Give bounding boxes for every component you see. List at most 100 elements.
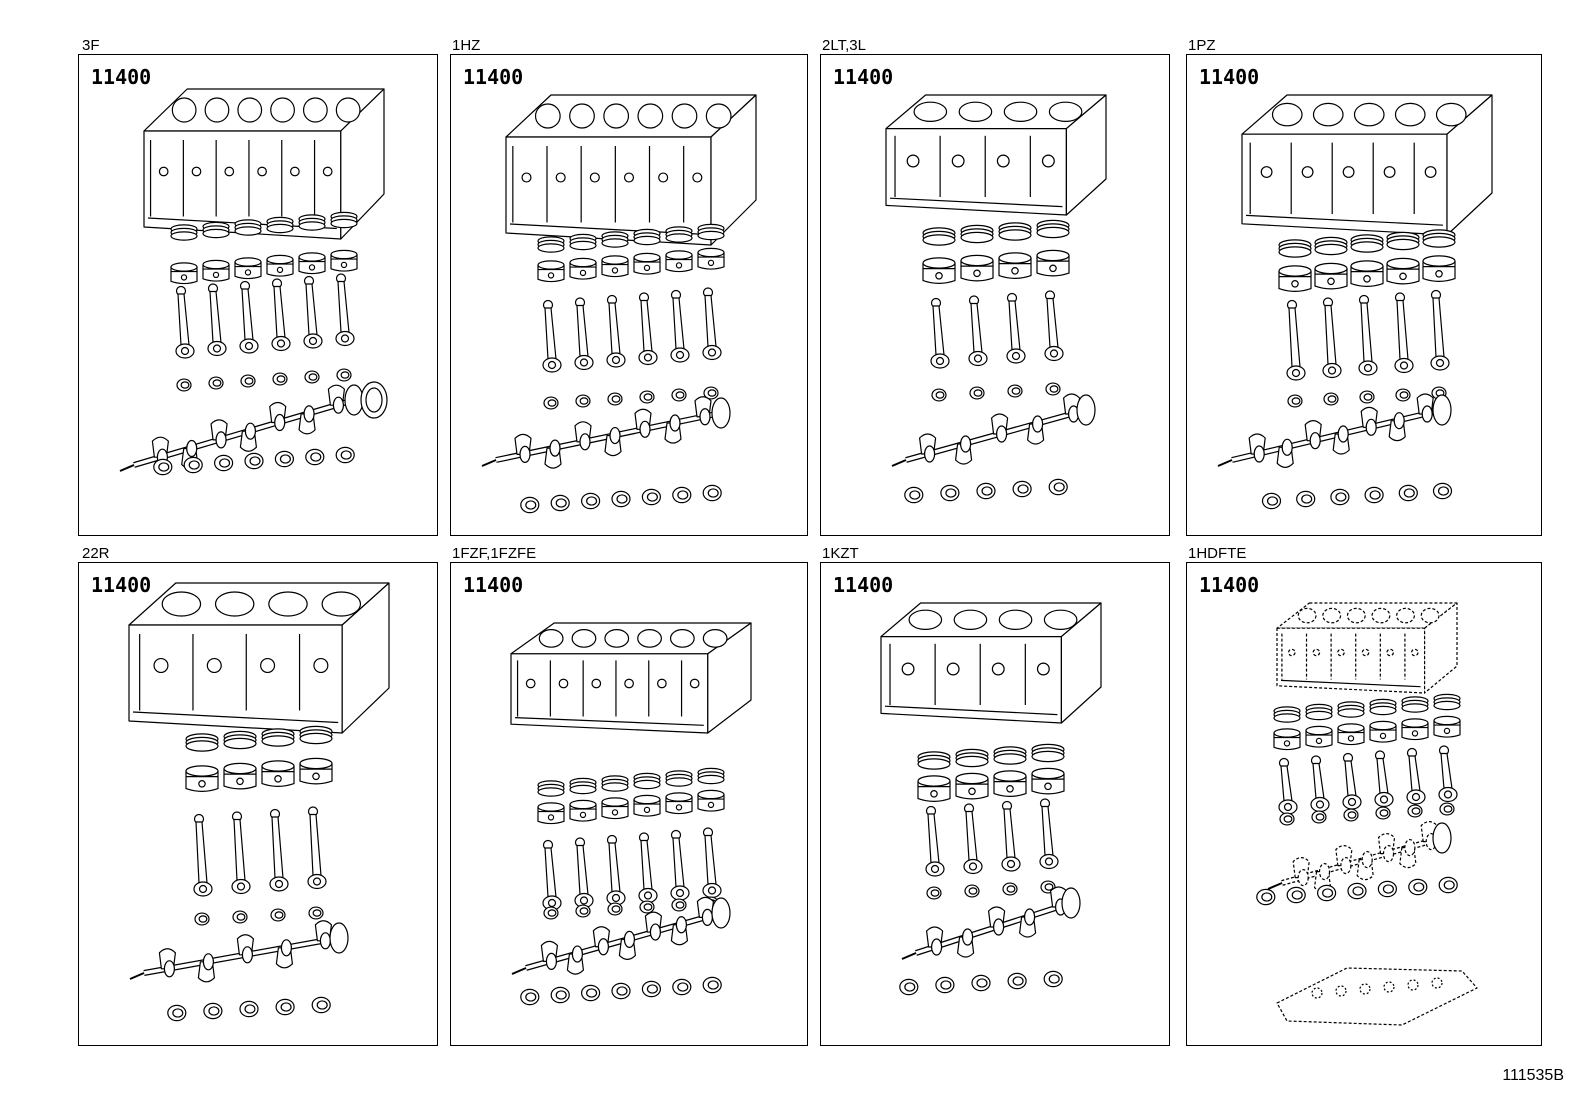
piston-icon — [1386, 257, 1420, 285]
connecting-rod-icon — [574, 297, 594, 371]
parts-panel-22r[interactable]: 11400 — [78, 562, 438, 1046]
piston-icon — [234, 257, 262, 280]
connecting-rod-icon — [1374, 750, 1394, 808]
piston-icon — [1337, 723, 1365, 746]
connecting-rod-icon — [335, 273, 355, 347]
connecting-rod-icon — [1394, 292, 1414, 374]
connecting-rod-icon — [269, 808, 289, 892]
parts-panel-2lt-3l[interactable]: 11400 — [820, 54, 1170, 536]
piston-ring-icon — [601, 775, 629, 792]
piston-ring-icon — [1036, 219, 1070, 239]
connecting-rod-icon — [670, 829, 690, 901]
parts-panel-1pz[interactable]: 11400 — [1186, 54, 1542, 536]
bearing-icon — [641, 980, 661, 998]
connecting-rod-icon — [1039, 798, 1059, 870]
piston-ring-icon — [955, 748, 989, 768]
connecting-rod-icon — [271, 278, 291, 352]
parts-panel-1kzt[interactable]: 11400 — [820, 562, 1170, 1046]
bearing-icon — [1012, 480, 1032, 498]
piston-ring-icon — [697, 767, 725, 785]
parts-panel-1fzf-1fzfe[interactable]: 11400 — [450, 562, 808, 1046]
piston-ring-icon — [1305, 703, 1333, 721]
connecting-rod-icon — [638, 292, 658, 366]
piston-ring-icon — [665, 226, 693, 243]
connecting-rod-icon — [1001, 800, 1021, 872]
bearing-icon — [702, 484, 722, 502]
connecting-rod-icon — [1430, 289, 1450, 371]
piston-ring-icon — [202, 221, 230, 239]
piston-icon — [1278, 265, 1312, 292]
bearing-icon — [183, 456, 203, 474]
illustration-code: 111535B — [1502, 1067, 1564, 1084]
connecting-rod-icon — [193, 813, 213, 897]
piston-ring-icon — [223, 730, 257, 750]
piston-ring-icon — [1350, 234, 1384, 253]
connecting-rod-icon — [175, 285, 195, 359]
parts-panel-3f[interactable]: 11400 — [78, 54, 438, 536]
bearing-icon — [672, 486, 692, 504]
connecting-rod-icon — [542, 839, 562, 911]
connecting-rod-icon — [303, 275, 323, 349]
parts-panel-1hz[interactable]: 11400 — [450, 54, 808, 536]
bearing-icon — [543, 396, 559, 410]
bearing-icon — [1432, 482, 1453, 500]
bearing-icon — [520, 988, 540, 1006]
bearing-icon — [543, 906, 559, 920]
engine-block-icon — [143, 88, 385, 240]
part-number: 11400 — [1199, 65, 1260, 89]
bearing-icon — [1002, 882, 1018, 896]
bearing-icon — [935, 976, 955, 994]
part-number: 11400 — [1199, 573, 1260, 597]
connecting-rod-icon — [1006, 292, 1026, 364]
connecting-rod-icon — [1278, 757, 1298, 815]
crankshaft-icon — [1267, 821, 1452, 893]
connecting-rod-icon — [207, 283, 227, 357]
bearing-icon — [969, 386, 985, 400]
piston-icon — [955, 772, 989, 800]
bearing-icon — [1330, 488, 1350, 506]
bearing-icon — [194, 912, 210, 926]
piston-icon — [261, 760, 295, 787]
engine-label-1hdfte: 1HDFTE — [1188, 545, 1247, 562]
part-number: 11400 — [833, 65, 894, 89]
connecting-rod-icon — [702, 827, 722, 899]
piston-ring-icon — [1278, 239, 1312, 258]
bearing-icon — [167, 1004, 187, 1022]
connecting-rod-icon — [1342, 752, 1362, 810]
piston-ring-icon — [1273, 706, 1301, 723]
engine-parts-illustration — [885, 94, 1107, 504]
bearing-icon — [1043, 970, 1063, 988]
bearing-icon — [1407, 804, 1423, 818]
bearing-icon — [611, 490, 631, 508]
piston-ring-icon — [1031, 743, 1065, 763]
bearing-icon — [1377, 880, 1397, 898]
engine-parts-illustration — [510, 622, 752, 1006]
engine-label-1kzt: 1KZT — [822, 545, 859, 562]
piston-icon — [170, 262, 198, 285]
connecting-rod-icon — [542, 299, 562, 373]
piston-icon — [697, 789, 725, 812]
bearing-icon — [550, 986, 570, 1004]
connecting-rod-icon — [702, 287, 722, 361]
piston-icon — [633, 794, 661, 817]
bearing-icon — [153, 458, 173, 476]
engine-label-22r: 22R — [82, 545, 110, 562]
piston-icon — [1422, 255, 1456, 282]
piston-icon — [266, 254, 294, 277]
piston-ring-icon — [170, 224, 198, 241]
bearing-icon — [672, 978, 692, 996]
connecting-rod-icon — [638, 832, 658, 904]
parts-panel-1hdfte[interactable]: 11400 — [1186, 562, 1542, 1046]
piston-icon — [299, 757, 333, 785]
bearing-icon — [1286, 886, 1306, 904]
piston-icon — [1036, 249, 1070, 277]
bearing-icon — [575, 394, 591, 408]
piston-ring-icon — [266, 216, 294, 234]
bearing-icon — [1007, 384, 1023, 398]
piston-ring-icon — [1401, 696, 1429, 713]
part-number: 11400 — [463, 573, 524, 597]
engine-block-icon — [1276, 602, 1458, 694]
piston-ring-icon — [960, 224, 994, 244]
bearing-icon — [1408, 878, 1428, 896]
bearing-icon — [244, 452, 264, 470]
